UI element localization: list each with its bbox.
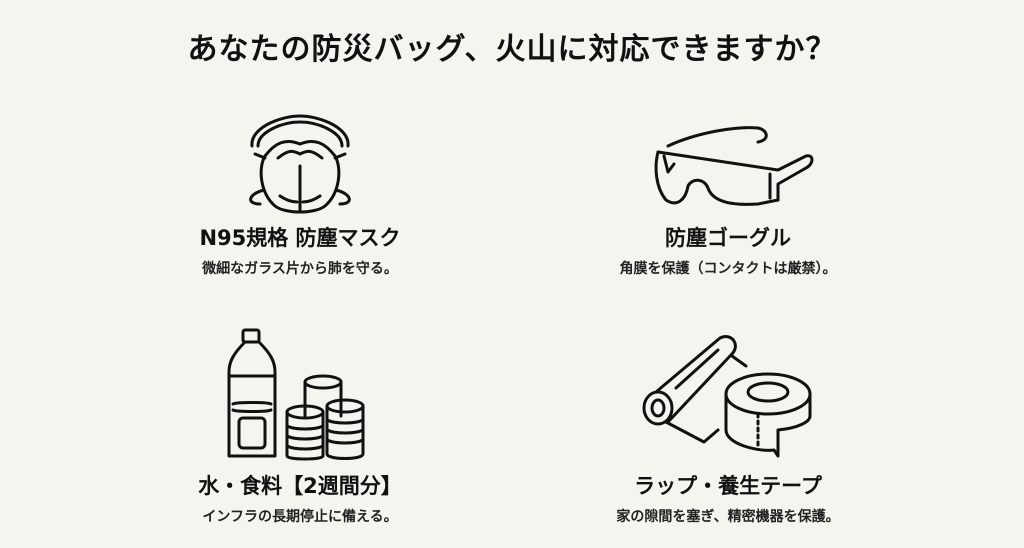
water-and-cans-icon	[227, 328, 365, 461]
item-desc: 角膜を保護（コンタクトは厳禁）。	[619, 261, 837, 277]
item-desc: 微細なガラス片から肺を守る。	[202, 261, 398, 277]
safety-goggles-icon	[654, 126, 814, 206]
item-name: ラップ・養生テープ	[634, 474, 822, 498]
item-water-food: 水・食料【2週間分】 インフラの長期停止に備える。	[120, 326, 480, 526]
item-name: N95規格 防塵マスク	[199, 226, 401, 250]
item-name: 防塵ゴーグル	[665, 226, 791, 250]
item-goggles: 防塵ゴーグル 角膜を保護（コンタクトは厳禁）。	[548, 108, 908, 278]
item-name: 水・食料【2週間分】	[198, 474, 402, 498]
item-desc: 家の隙間を塞ぎ、精密機器を保護。	[616, 509, 840, 525]
n95-mask-icon	[249, 114, 351, 214]
page-title: あなたの防災バッグ、火山に対応できますか？	[187, 32, 837, 67]
item-mask: N95規格 防塵マスク 微細なガラス片から肺を守る。	[120, 108, 480, 278]
item-wrap-tape: ラップ・養生テープ 家の隙間を塞ぎ、精密機器を保護。	[548, 326, 908, 526]
wrap-and-tape-icon	[642, 335, 812, 458]
item-desc: インフラの長期停止に備える。	[202, 509, 398, 525]
